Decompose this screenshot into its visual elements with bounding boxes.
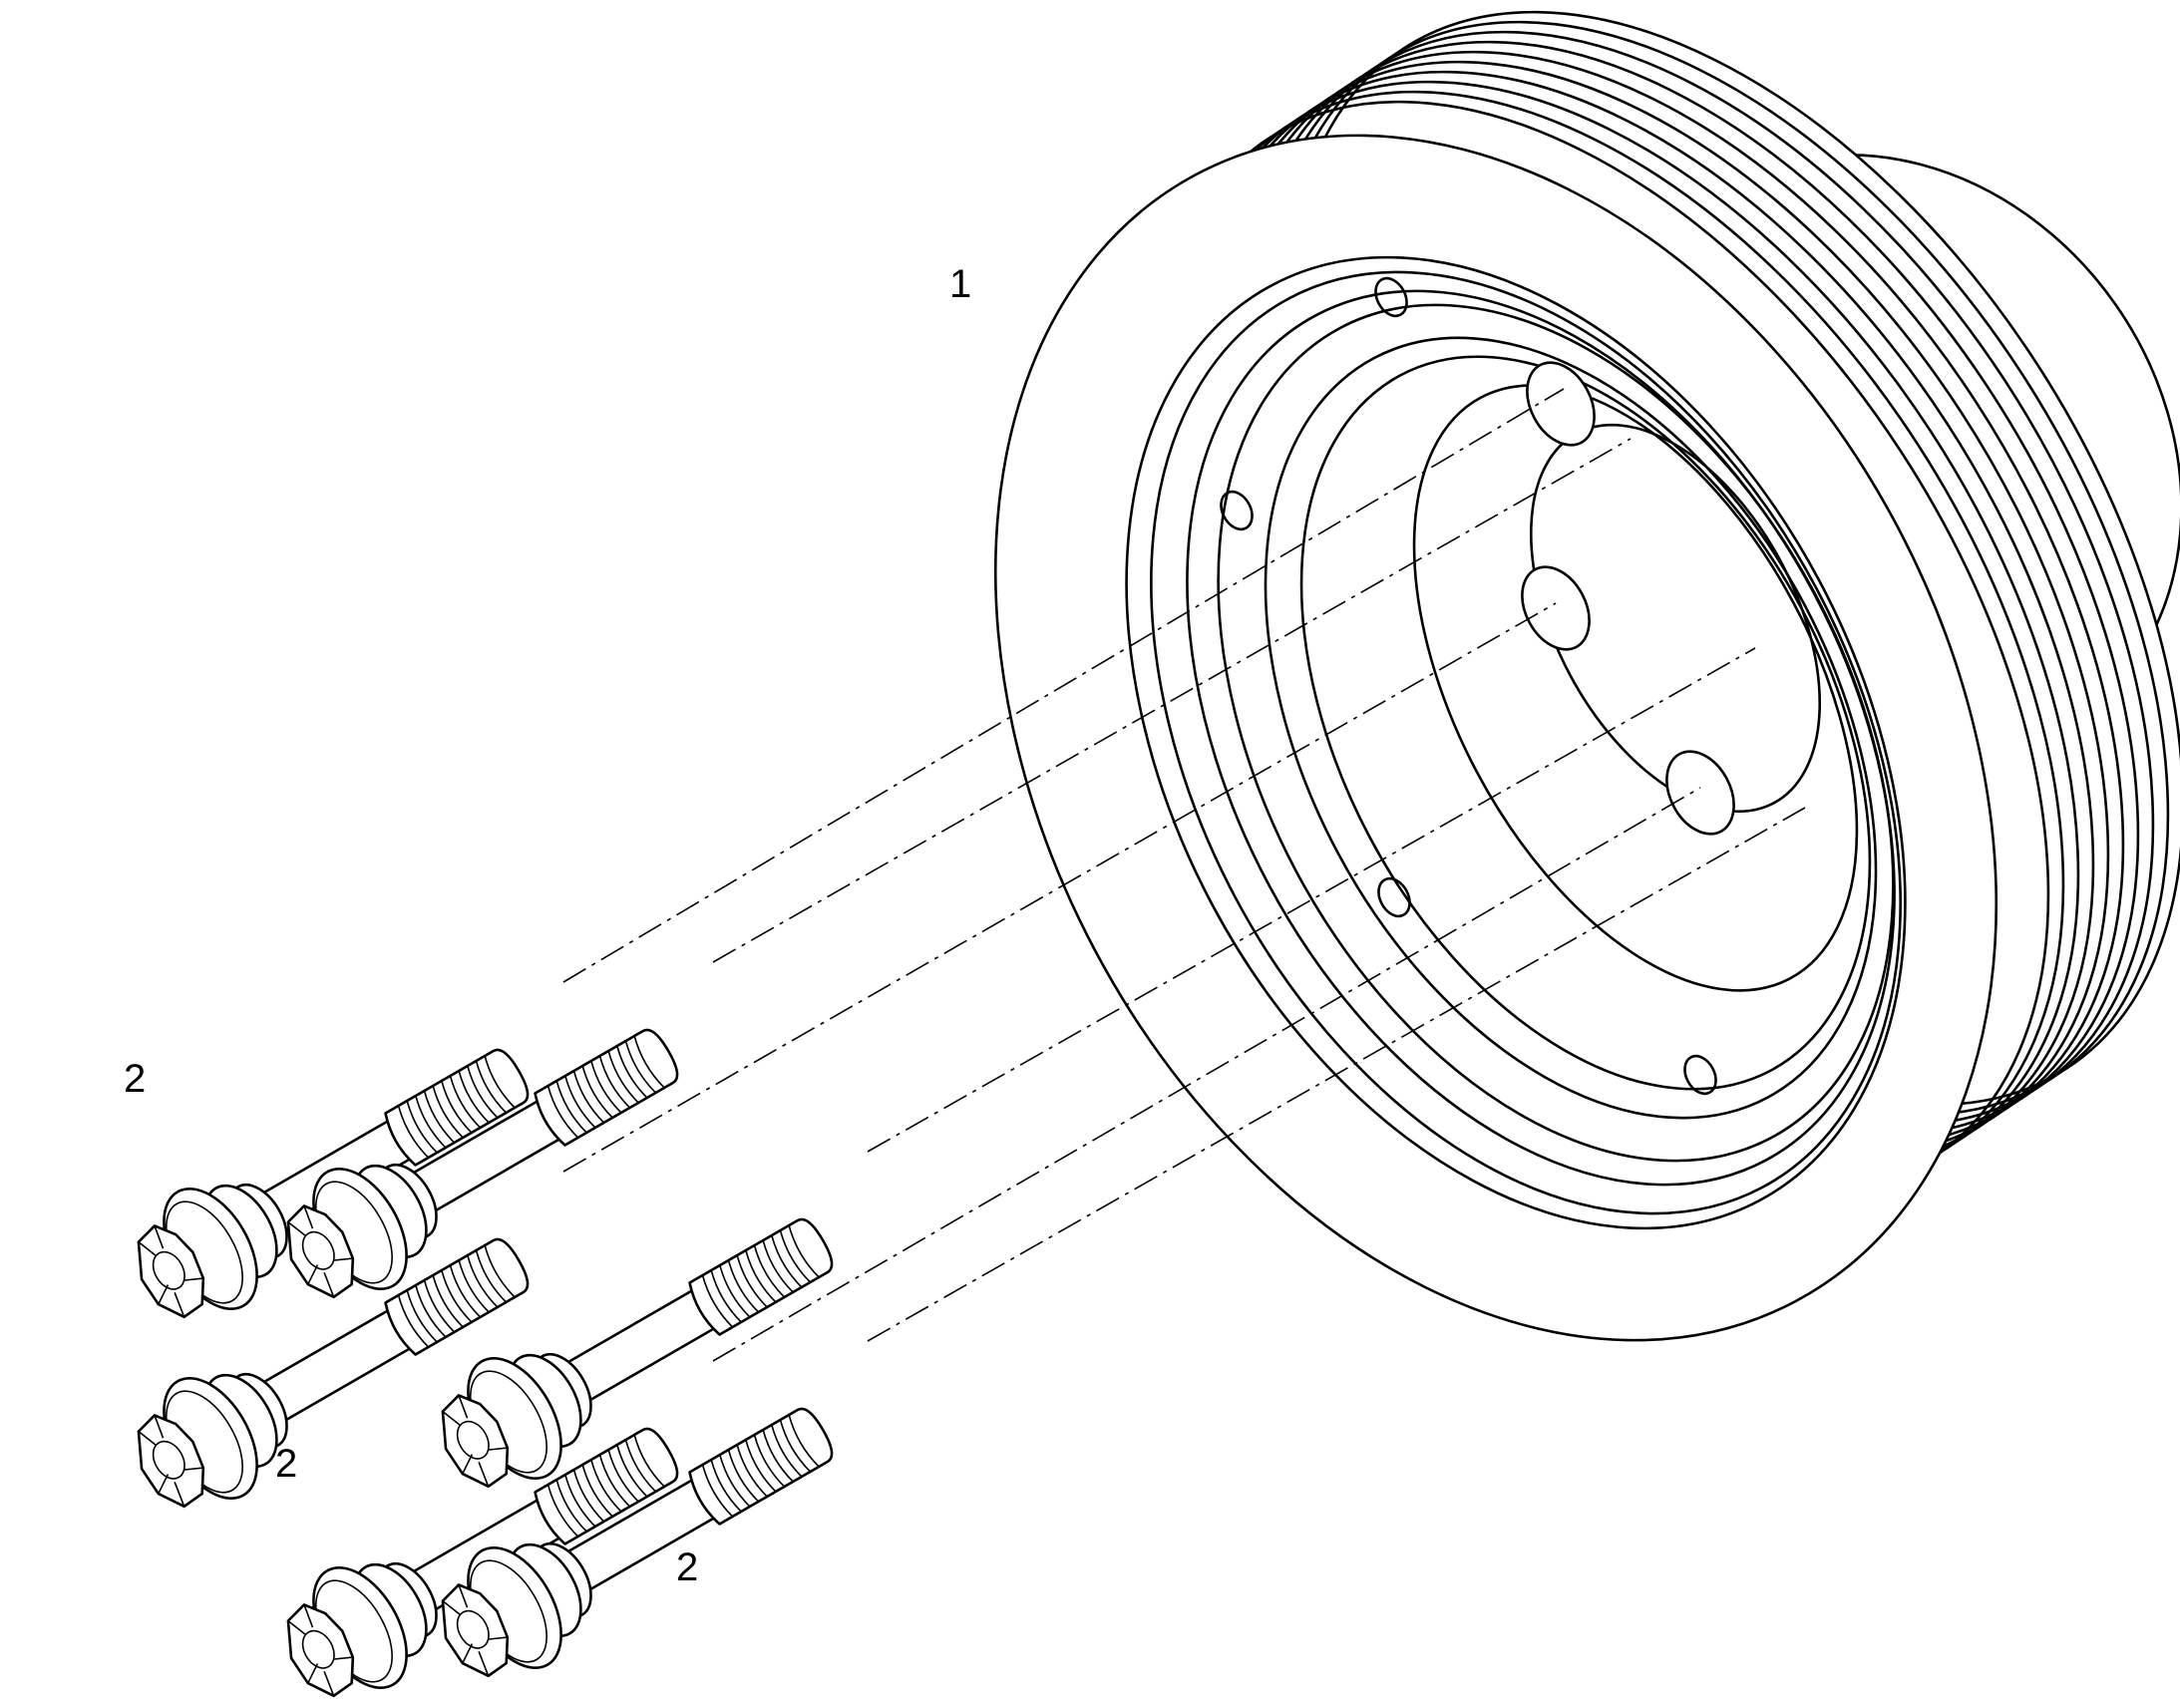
callout-bolts-lower: 2 [676, 1545, 699, 1589]
callout-bolts-middle: 2 [275, 1442, 298, 1486]
pulley-drawing [994, 10, 2180, 1342]
callout-pulley: 1 [949, 262, 972, 306]
bolt-set [111, 992, 858, 1708]
callout-bolts-upper: 2 [124, 1057, 147, 1101]
alignment-lines [562, 388, 1806, 1362]
